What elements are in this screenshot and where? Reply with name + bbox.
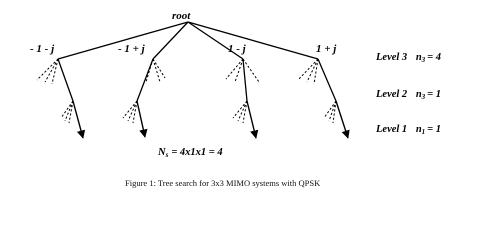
branch-label-1: - 1 - j (30, 43, 55, 55)
tree-search-diagram: root - 1 - j - 1 + j 1 - j 1 + j (30, 10, 441, 188)
edge-root-3 (187, 21, 244, 60)
subtree-2 (122, 58, 166, 138)
figure-caption: Figure 1: Tree search for 3x3 MIMO syste… (125, 178, 321, 188)
root-edges (57, 21, 319, 60)
edge-root-1 (57, 21, 189, 60)
ns-formula: Ns= 4x1x1 = 4 (157, 147, 223, 159)
subtree-3 (225, 58, 260, 139)
edge-root-4 (187, 21, 319, 60)
subtree-1 (36, 58, 86, 139)
branch-label-3: 1 - j (228, 43, 247, 55)
edge-root-2 (152, 21, 189, 60)
branch-label-2: - 1 + j (118, 43, 146, 55)
level-2-label: Level 2 n3= 1 (375, 89, 441, 101)
root-label: root (172, 10, 191, 22)
level-3-label: Level 3 n3= 4 (375, 52, 441, 64)
branch-label-4: 1 + j (316, 43, 337, 55)
subtree-4 (297, 58, 350, 139)
level-1-label: Level 1 n1= 1 (375, 124, 441, 136)
